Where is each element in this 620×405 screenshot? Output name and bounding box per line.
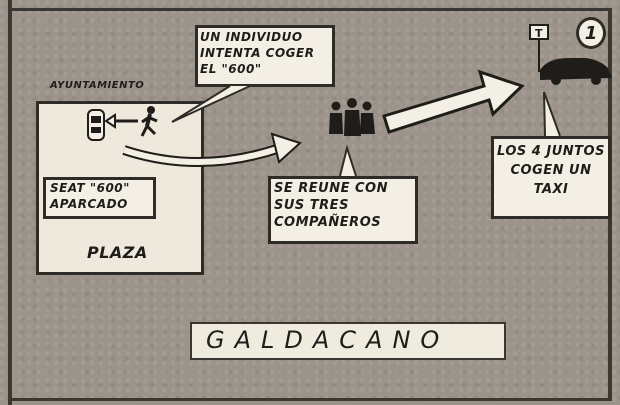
parked-car-icon [87,109,105,141]
car-label-line1: SEAT "600" [50,181,130,195]
taxi-text-line2: COGEN UN [510,163,592,178]
city-name-box [190,322,506,360]
taxi-car-icon [540,58,612,85]
speech-tail-taxi [543,91,561,137]
panel-number-badge: 1 [576,17,606,49]
speech-text-meet: SE REUNE CON SUS TRES COMPAÑEROS [274,181,388,230]
frame-top [8,8,612,11]
speech-tail-meet [339,144,357,177]
speech-box-individual [195,25,335,87]
taxi-sign-icon: T [529,24,549,72]
car-label: SEAT "600" APARCADO [50,180,150,212]
three-people-icon [329,98,375,136]
svg-text:T: T [535,27,543,40]
speech-box-taxi [491,136,611,219]
arrow-to-taxi [382,69,525,134]
speech-text-individual: UN INDIVIDUO INTENTA COGER EL "600" [200,30,315,76]
taxi-text-line3: TAXI [533,182,569,197]
car-label-box [43,177,156,219]
plaza-label: PLAZA [87,243,148,262]
speech-text-taxi: LOS 4 JUNTOS COGEN UN TAXI [496,142,606,199]
speech-box-meet [268,176,418,244]
car-label-line2: APARCADO [50,197,128,211]
running-man-icon [140,106,158,137]
taxi-text-line1: LOS 4 JUNTOS [497,144,605,159]
ayuntamiento-label: AYUNTAMIENTO [50,80,145,91]
city-name: GALDACANO [206,326,450,354]
frame-left [8,0,12,405]
arrow-to-car [104,113,138,129]
frame-bottom [8,398,612,401]
speech-tail-individual [171,85,251,123]
arrow-to-group [122,132,302,167]
